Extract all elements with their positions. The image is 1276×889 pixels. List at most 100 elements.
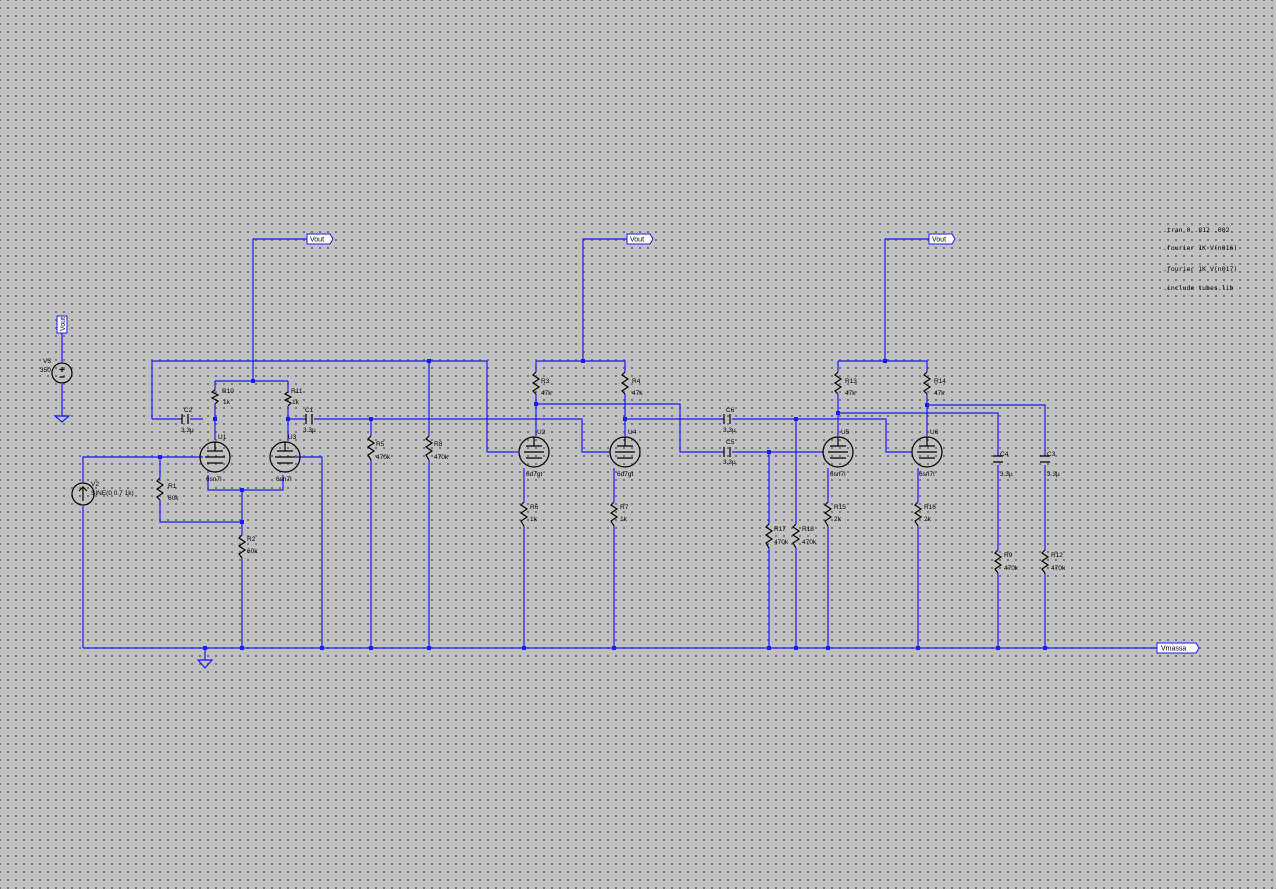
svg-text:U6: U6 (930, 429, 939, 436)
resistor-r11[interactable]: R11 1k (283, 388, 303, 407)
capacitor-c2[interactable]: C2 3.3µ (181, 407, 194, 434)
svg-text:U2: U2 (537, 429, 546, 436)
svg-text:470k: 470k (376, 454, 391, 461)
svg-text:U4: U4 (628, 429, 637, 436)
resistor-r14[interactable]: R14 47k (922, 371, 946, 397)
triode-u4[interactable]: U4 6d7gt (609, 429, 641, 478)
resistor-r2[interactable]: R2 60k (237, 534, 258, 559)
svg-text:1k: 1k (620, 516, 628, 523)
svg-text:R5: R5 (376, 441, 385, 448)
resistor-r6[interactable]: R6 1k (519, 501, 539, 527)
resistor-r13[interactable]: R13 47k (833, 371, 857, 397)
svg-text:R15: R15 (834, 504, 846, 511)
svg-text:U1: U1 (218, 434, 227, 441)
svg-text:R14: R14 (934, 378, 946, 385)
resistor-r5[interactable]: R5 470k (366, 435, 391, 461)
svg-text:R7: R7 (620, 504, 629, 511)
svg-text:3.3µ: 3.3µ (1047, 471, 1060, 478)
svg-text:U5: U5 (841, 429, 850, 436)
net-label-vout[interactable]: Vout (626, 233, 654, 245)
spice-directives[interactable]: .tran 0 .812 .002 .fourier 1K V(n016) .f… (1163, 226, 1237, 292)
svg-text:C1: C1 (305, 407, 314, 414)
svg-text:47k: 47k (845, 390, 856, 397)
ground-symbol (53, 415, 71, 423)
resistor-r10[interactable]: R10 1k (210, 388, 234, 406)
svg-text:3.3µ: 3.3µ (181, 427, 194, 434)
svg-text:60k: 60k (247, 548, 258, 555)
svg-text:350: 350 (40, 367, 51, 374)
resistor-r4[interactable]: R4 47k (620, 371, 643, 397)
svg-text:R16: R16 (924, 504, 936, 511)
svg-text:R9: R9 (1004, 552, 1013, 559)
capacitor-c5[interactable]: C5 3.3µ (723, 439, 736, 466)
net-label-vmassa[interactable]: Vmassa (1156, 642, 1200, 654)
resistor-r17[interactable]: R17 470k (764, 523, 789, 549)
svg-text:R4: R4 (632, 378, 641, 385)
resistor-r9[interactable]: R9 470k (993, 549, 1019, 574)
svg-text:R13: R13 (845, 378, 857, 385)
capacitor-c1[interactable]: C1 3.3µ (303, 407, 316, 434)
svg-text:47k: 47k (632, 390, 643, 397)
triode-u1[interactable]: U1 6sn7l (199, 434, 231, 483)
svg-text:R8: R8 (434, 441, 443, 448)
resistor-r15[interactable]: R15 2k (823, 501, 846, 527)
svg-text:R6: R6 (530, 504, 539, 511)
triode-u5[interactable]: U5 6sn7l (822, 429, 854, 478)
svg-text:R3: R3 (541, 378, 550, 385)
triode-u6[interactable]: U6 6sn7l (911, 429, 943, 478)
svg-text:Vout: Vout (932, 237, 946, 244)
svg-text:3.3µ: 3.3µ (723, 427, 736, 434)
net-label-vout[interactable]: Vout (306, 233, 334, 245)
svg-text:R1: R1 (168, 483, 177, 490)
svg-text:3.3µ: 3.3µ (1000, 471, 1013, 478)
directive-fourier-2: .fourier 1K V(n017) (1163, 265, 1237, 273)
svg-text:6sn7l: 6sn7l (276, 476, 292, 483)
junctions (158, 359, 1047, 650)
svg-text:1k: 1k (292, 399, 300, 406)
svg-text:6sn7l: 6sn7l (206, 476, 222, 483)
svg-text:47k: 47k (934, 390, 945, 397)
voltage-source-v2[interactable]: V2 SINE(0 0.7 1k) (71, 481, 134, 506)
svg-text:V2: V2 (91, 481, 99, 488)
svg-text:Vout: Vout (630, 237, 644, 244)
svg-text:C2: C2 (184, 407, 193, 414)
resistor-r18[interactable]: R18 470k (791, 523, 817, 549)
net-label-supply[interactable]: Vout (56, 315, 68, 334)
directive-tran: .tran 0 .812 .002 (1163, 226, 1230, 234)
svg-text:470k: 470k (1051, 565, 1066, 572)
svg-text:R11: R11 (291, 388, 303, 395)
resistor-r8[interactable]: R8 470k (424, 435, 449, 461)
svg-text:Vout: Vout (310, 237, 324, 244)
svg-text:6sn7l: 6sn7l (830, 471, 846, 478)
resistor-r7[interactable]: R7 1k (609, 501, 629, 527)
svg-text:Vmassa: Vmassa (1161, 646, 1186, 653)
svg-text:2k: 2k (834, 516, 842, 523)
svg-text:3.3µ: 3.3µ (303, 427, 316, 434)
net-label-vout[interactable]: Vout (928, 233, 956, 245)
triode-u3[interactable]: U3 6sn7l (269, 434, 301, 483)
capacitor-c3[interactable]: C3 3.3µ (1040, 451, 1060, 478)
triode-u2[interactable]: U2 6d7gt (518, 429, 550, 478)
svg-text:3.3µ: 3.3µ (723, 459, 736, 466)
svg-text:60k: 60k (168, 495, 179, 502)
svg-text:1k: 1k (530, 516, 538, 523)
resistor-r12[interactable]: R12 470k (1040, 549, 1066, 574)
svg-text:R18: R18 (802, 526, 814, 533)
svg-text:470k: 470k (434, 454, 449, 461)
capacitor-c6[interactable]: C6 3.3µ (723, 407, 736, 434)
svg-text:V3: V3 (43, 358, 51, 365)
capacitor-c4[interactable]: C4 3.3µ (993, 451, 1013, 478)
resistor-r3[interactable]: R3 47k (531, 371, 552, 397)
svg-text:R17: R17 (774, 526, 786, 533)
svg-text:C3: C3 (1047, 451, 1056, 458)
directive-include: .include tubes.lib (1163, 284, 1234, 292)
resistor-r16[interactable]: R16 2k (913, 501, 936, 527)
svg-text:47k: 47k (541, 390, 552, 397)
ground-symbol (196, 659, 214, 669)
resistor-r1[interactable]: R1 60k (155, 477, 179, 502)
voltage-source-v3[interactable]: V3 350 (40, 358, 73, 384)
svg-text:2k: 2k (924, 516, 932, 523)
svg-text:C6: C6 (726, 407, 735, 414)
svg-text:6sn7l: 6sn7l (919, 471, 935, 478)
